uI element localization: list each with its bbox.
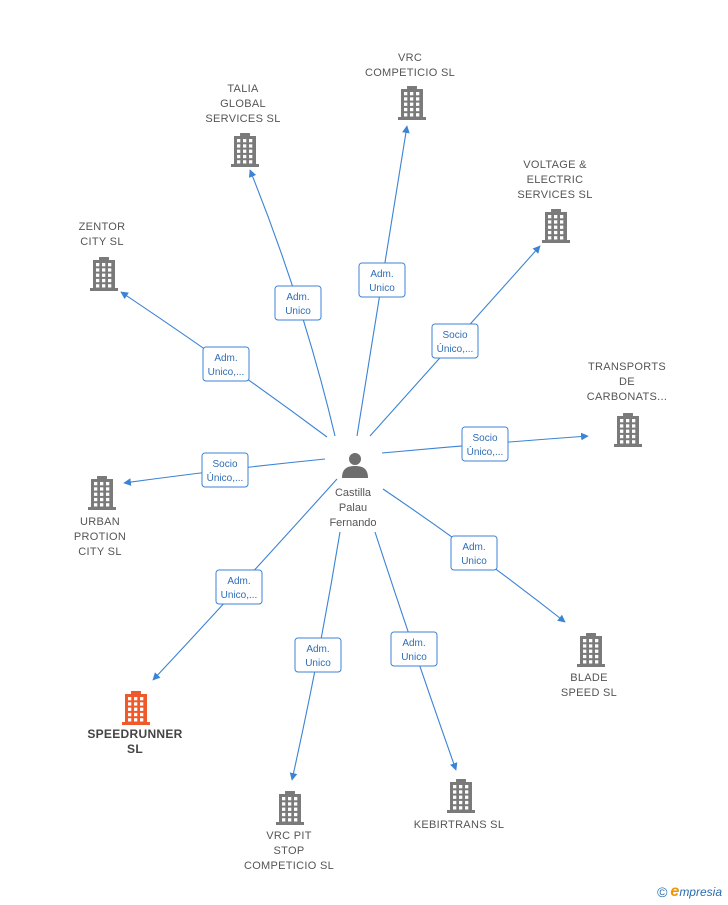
building-icon — [542, 209, 570, 243]
building-icon — [88, 476, 116, 510]
edge-label-vrc-competicio[interactable]: Adm. Unico — [358, 262, 406, 298]
edge-label-line: Unico — [461, 556, 487, 567]
edge-label-zentor-city[interactable]: Adm. Unico,... — [202, 346, 250, 382]
edge-label-box — [390, 631, 438, 667]
edge-label-line: Adm. — [402, 638, 425, 649]
center-name-line-3: Fernando — [329, 517, 376, 529]
center-name-line-1: Castilla — [335, 487, 372, 499]
edge-label-box — [450, 535, 498, 571]
company-node-voltage-electric[interactable]: VOLTAGE & ELECTRIC SERVICES SL — [517, 159, 592, 243]
brand-logo-e: e — [670, 883, 680, 900]
building-icon — [90, 257, 118, 291]
company-name-line: SPEEDRUNNER — [87, 727, 182, 741]
edge-label-line: Adm. — [306, 644, 329, 655]
edge-label-box — [274, 285, 322, 321]
edge-label-line: Adm. — [227, 576, 250, 587]
company-name-line: VRC PIT — [266, 830, 312, 842]
company-name-line: COMPETICIO SL — [365, 67, 455, 79]
copyright-icon: © — [657, 884, 668, 900]
building-icon — [577, 633, 605, 667]
company-name-line: COMPETICIO SL — [244, 860, 334, 872]
edge-label-box — [202, 346, 250, 382]
edge-label-line: Unico,... — [208, 367, 245, 378]
person-icon — [342, 453, 368, 478]
company-name-line: SL — [127, 742, 143, 756]
edge-label-box — [358, 262, 406, 298]
building-icon — [447, 779, 475, 813]
company-name-line: CARBONATS... — [587, 391, 667, 403]
company-name-line: ZENTOR — [79, 221, 126, 233]
company-node-talia-global[interactable]: TALIA GLOBAL SERVICES SL — [205, 83, 280, 167]
edge-label-line: Adm. — [370, 269, 393, 280]
building-icon — [276, 791, 304, 825]
company-name-line: SERVICES SL — [517, 189, 592, 201]
edges-layer: Adm.UnicoAdm.UnicoSocioÚnico,...Adm.Unic… — [120, 125, 589, 781]
company-name-line: BLADE — [570, 672, 608, 684]
edge-label-line: Unico — [285, 306, 311, 317]
edge-label-line: Adm. — [462, 542, 485, 553]
company-name-line: GLOBAL — [220, 98, 266, 110]
company-name-line: VOLTAGE & — [523, 159, 587, 171]
company-name-line: SPEED SL — [561, 687, 617, 699]
footer-brand[interactable]: © e mpresia — [657, 883, 722, 901]
company-node-vrc-competicio[interactable]: VRC COMPETICIO SL — [365, 52, 455, 120]
company-node-kebirtrans[interactable]: KEBIRTRANS SL — [414, 779, 505, 831]
brand-logo-text: mpresia — [679, 885, 722, 899]
edge-label-transports-carbonats[interactable]: SocioÚnico,... — [461, 426, 509, 462]
company-node-blade-speed[interactable]: BLADE SPEED SL — [561, 633, 617, 699]
company-name-line: ELECTRIC — [527, 174, 584, 186]
edge-label-box — [201, 452, 249, 488]
edge-label-vrc-pit-stop[interactable]: Adm. Unico — [294, 637, 342, 673]
edge-label-box — [215, 569, 263, 605]
company-node-urban-protion[interactable]: URBAN PROTION CITY SL — [74, 476, 126, 558]
edge-label-line: Socio — [472, 433, 497, 444]
company-name-line: VRC — [398, 52, 422, 64]
building-icon — [398, 86, 426, 120]
edge-label-urban-protion[interactable]: SocioÚnico,... — [201, 452, 249, 488]
company-node-transports-carbonats[interactable]: TRANSPORTS DE CARBONATS... — [587, 361, 667, 447]
center-person[interactable]: Castilla Palau Fernando — [329, 453, 377, 529]
center-name-line-2: Palau — [339, 502, 367, 514]
edge-label-talia-global[interactable]: Adm. Unico — [274, 285, 322, 321]
edge-label-line: Adm. — [286, 292, 309, 303]
building-icon — [122, 691, 150, 725]
edge-label-kebirtrans[interactable]: Adm. Unico — [390, 631, 438, 667]
edge-label-voltage-electric[interactable]: SocioÚnico,... — [431, 323, 479, 359]
edge-label-box — [461, 426, 509, 462]
edge-label-speedrunner[interactable]: Adm. Unico,... — [215, 569, 263, 605]
company-name-line: CITY SL — [80, 236, 123, 248]
building-icon — [614, 413, 642, 447]
company-name-line: URBAN — [80, 516, 120, 528]
edge-label-line: Adm. — [214, 353, 237, 364]
edge-label-box — [294, 637, 342, 673]
edge-label-line: Socio — [212, 459, 237, 470]
building-icon — [231, 133, 259, 167]
edge-label-line: Unico — [401, 652, 427, 663]
edge-label-line: Socio — [442, 330, 467, 341]
edge-label-line: Único,... — [467, 445, 504, 458]
company-name-line: SERVICES SL — [205, 113, 280, 125]
company-name-line: TRANSPORTS — [588, 361, 666, 373]
company-name-line: CITY SL — [78, 546, 121, 558]
company-node-zentor-city[interactable]: ZENTOR CITY SL — [79, 221, 126, 291]
company-name-line: TALIA — [227, 83, 259, 95]
edge-label-line: Unico — [305, 658, 331, 669]
edge-label-line: Único,... — [437, 342, 474, 355]
edge-label-line: Único,... — [207, 471, 244, 484]
company-node-vrc-pit-stop[interactable]: VRC PIT STOP COMPETICIO SL — [244, 791, 334, 872]
company-name-line: DE — [619, 376, 635, 388]
edge-label-box — [431, 323, 479, 359]
edge-label-blade-speed[interactable]: Adm. Unico — [450, 535, 498, 571]
edge-label-line: Unico — [369, 283, 395, 294]
company-name-line: KEBIRTRANS SL — [414, 819, 505, 831]
company-name-line: PROTION — [74, 531, 126, 543]
edge-label-line: Unico,... — [221, 590, 258, 601]
company-name-line: STOP — [274, 845, 305, 857]
